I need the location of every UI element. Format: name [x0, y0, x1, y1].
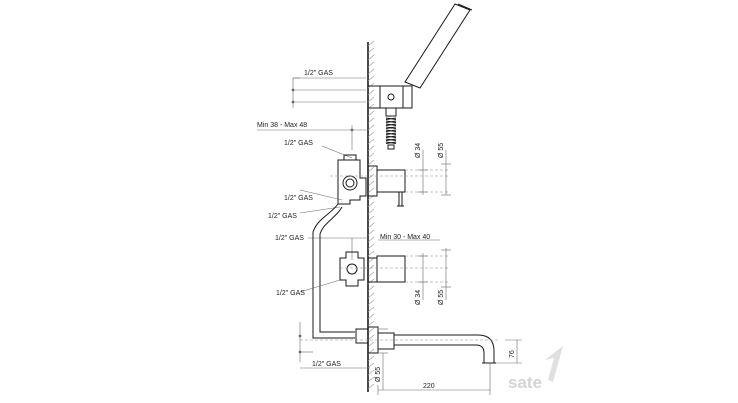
hatch-line: [367, 243, 375, 250]
lower-mixer: [299, 238, 451, 300]
hatch-line: [367, 215, 375, 222]
hatch-line: [367, 187, 375, 194]
thread-tip: [387, 144, 395, 150]
thread-segment: [385, 120, 397, 123]
hatch-line: [367, 124, 375, 131]
shower-hose-connector: [385, 117, 397, 150]
label-dia-55-upper: Ø 55: [438, 143, 445, 158]
thread-segment: [385, 138, 397, 141]
hatch-line: [367, 250, 375, 257]
label-gas-lower: 1/2" GAS: [276, 290, 305, 297]
hatch-line: [367, 159, 375, 166]
hatch-line: [367, 299, 375, 306]
connecting-pipes: [299, 189, 368, 339]
hatch-line: [367, 369, 375, 376]
hatch-line: [367, 383, 375, 390]
hatch-line: [367, 271, 375, 278]
thread-segment: [385, 123, 397, 126]
hatch-line: [367, 229, 375, 236]
hatch-line: [367, 201, 375, 208]
hatch-line: [367, 376, 375, 383]
hatch-line: [367, 89, 375, 96]
hatch-line: [367, 327, 375, 334]
label-dia-34-lower: Ø 34: [415, 290, 422, 305]
hatch-line: [367, 320, 375, 327]
label-gas-bottom: 1/2" GAS: [312, 361, 341, 368]
wall: [367, 40, 375, 392]
hand-shower: [368, 3, 473, 150]
top-supply-dimension: [291, 77, 366, 108]
label-dim-220: 220: [423, 383, 435, 390]
thread-segment: [385, 129, 397, 132]
watermark-logo-icon: [545, 346, 563, 382]
hatch-line: [367, 145, 375, 152]
bath-spout: [298, 322, 522, 395]
hatch-line: [367, 222, 375, 229]
thread-segment: [385, 135, 397, 138]
hatch-line: [367, 180, 375, 187]
thread-segment: [385, 141, 397, 144]
hatch-line: [367, 313, 375, 320]
label-min-max-lower: Min 30 - Max 40: [380, 234, 430, 241]
wall-hatching: [367, 40, 375, 390]
label-dia-55-lower: Ø 55: [438, 290, 445, 305]
hatch-line: [367, 152, 375, 159]
hatch-line: [367, 96, 375, 103]
hatch-line: [367, 173, 375, 180]
hatch-line: [367, 236, 375, 243]
hatch-line: [367, 68, 375, 75]
hatch-line: [367, 285, 375, 292]
hatch-line: [367, 306, 375, 313]
watermark: sate: [508, 346, 563, 392]
label-dia-34-upper: Ø 34: [415, 143, 422, 158]
hatch-line: [367, 54, 375, 61]
label-dia-55-spout: Ø 55: [375, 367, 382, 382]
hatch-line: [367, 61, 375, 68]
hatch-line: [367, 138, 375, 145]
hatch-line: [367, 341, 375, 348]
thread-segment: [385, 126, 397, 129]
label-gas-mid-b: 1/2" GAS: [268, 213, 297, 220]
hatch-line: [367, 117, 375, 124]
hatch-line: [367, 40, 375, 47]
label-gas-mid-a: 1/2" GAS: [284, 195, 313, 202]
hatch-line: [367, 208, 375, 215]
label-dim-76: 76: [509, 350, 516, 358]
hatch-line: [367, 47, 375, 54]
label-min-max-upper: Min 38 - Max 48: [257, 122, 307, 129]
label-gas-mid-c: 1/2" GAS: [275, 235, 304, 242]
thread-segment: [385, 117, 397, 120]
label-gas-top: 1/2" GAS: [304, 70, 333, 77]
upper-mixer: [257, 125, 451, 207]
watermark-text: sate: [508, 373, 542, 392]
label-gas-upper: 1/2" GAS: [284, 140, 313, 147]
hatch-line: [367, 362, 375, 369]
hatch-line: [367, 131, 375, 138]
hatch-line: [367, 334, 375, 341]
hatch-line: [367, 292, 375, 299]
hatch-line: [367, 355, 375, 362]
hatch-line: [367, 75, 375, 82]
hatch-line: [367, 110, 375, 117]
thread-segment: [385, 132, 397, 135]
hatch-line: [367, 166, 375, 173]
hatch-line: [367, 264, 375, 271]
hatch-line: [367, 257, 375, 264]
